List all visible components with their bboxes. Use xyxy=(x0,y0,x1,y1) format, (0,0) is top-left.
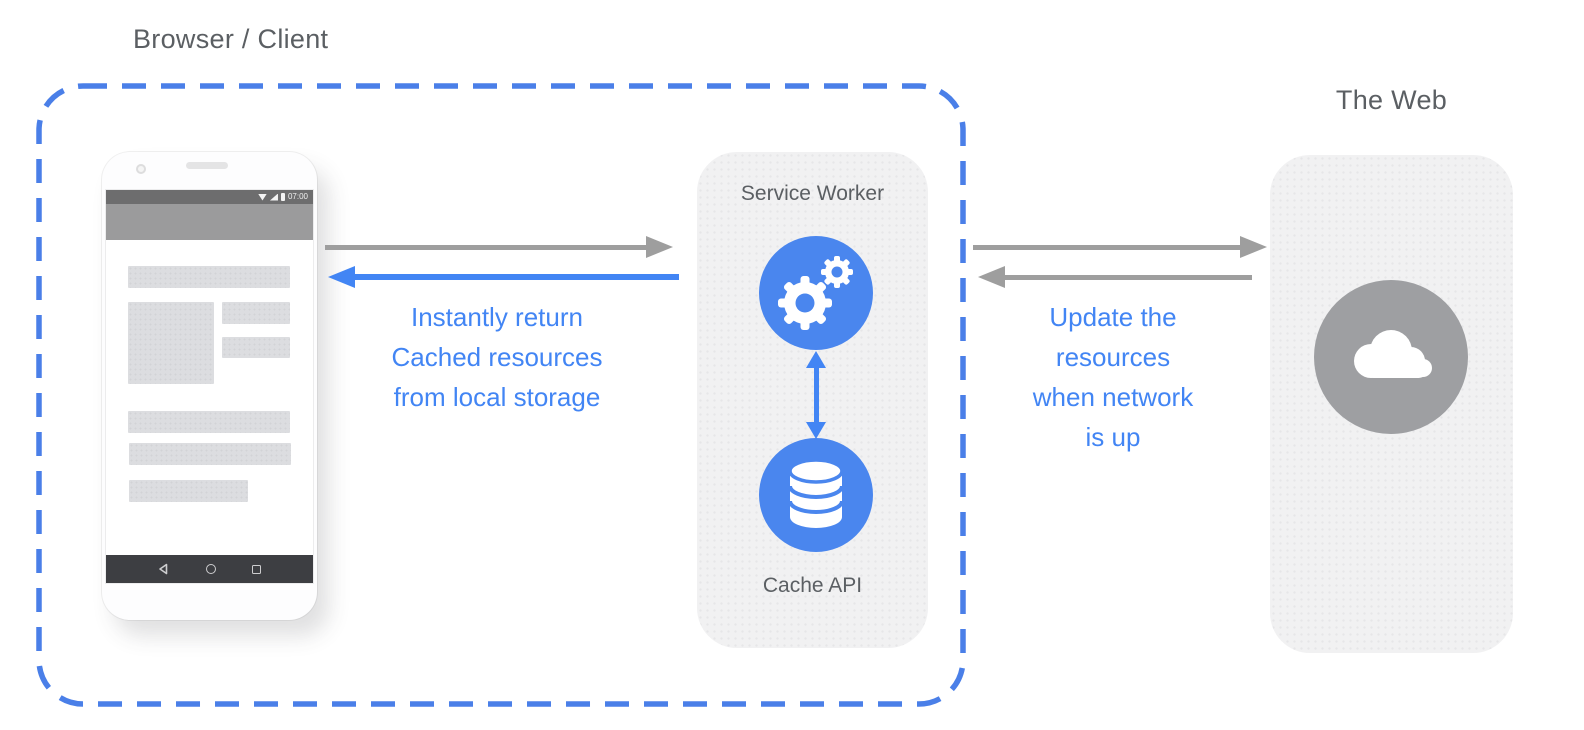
arrow-shaft xyxy=(1005,274,1252,280)
caption-line: when network xyxy=(1032,382,1194,412)
arrow-head-left-icon xyxy=(978,266,1005,288)
phone-mockup: 07:00 xyxy=(102,152,317,620)
the-web-title: The Web xyxy=(1335,85,1448,115)
caption-line: Cached resources xyxy=(391,342,603,372)
phone-status-bar: 07:00 xyxy=(106,190,313,204)
arrow-head-right-icon xyxy=(646,236,673,258)
battery-icon xyxy=(280,193,285,201)
database-icon xyxy=(788,458,844,528)
content-placeholder-bar xyxy=(128,266,290,288)
update-resources-caption: Update the resources when network is up xyxy=(993,297,1233,457)
content-placeholder-bar xyxy=(129,443,291,465)
phone-app-bar xyxy=(106,204,313,240)
cloud-icon xyxy=(1354,330,1432,378)
request-arrow-phone-to-sw xyxy=(325,235,673,259)
service-worker-panel: Service Worker xyxy=(697,152,928,648)
home-icon[interactable] xyxy=(206,564,216,574)
arrow-shaft xyxy=(813,368,819,422)
service-worker-circle xyxy=(759,236,873,350)
arrow-head-down-icon xyxy=(806,422,826,439)
phone-screen: 07:00 xyxy=(106,190,313,583)
caption-line: Update the xyxy=(1049,302,1177,332)
arrow-head-up-icon xyxy=(806,351,826,368)
arrow-shaft xyxy=(325,244,646,250)
gears-icon xyxy=(778,256,853,330)
caption-line: resources xyxy=(1055,342,1171,372)
status-time: 07:00 xyxy=(287,192,308,201)
the-web-panel xyxy=(1270,155,1513,653)
arrow-head-left-icon xyxy=(328,266,355,288)
caption-line: is up xyxy=(1085,422,1141,452)
arrow-shaft xyxy=(973,244,1240,250)
recents-icon[interactable] xyxy=(252,564,261,574)
phone-camera-dot xyxy=(136,164,146,174)
web-circle xyxy=(1314,280,1468,434)
caption-line: Instantly return xyxy=(411,302,583,332)
request-arrow-sw-to-web xyxy=(973,235,1267,259)
response-arrow-web-to-sw xyxy=(978,265,1252,289)
cellular-signal-icon xyxy=(269,193,278,201)
response-arrow-sw-to-phone xyxy=(328,265,679,289)
phone-nav-bar xyxy=(106,555,313,583)
browser-client-title: Browser / Client xyxy=(133,24,329,54)
content-placeholder-bar xyxy=(222,337,290,358)
arrow-shaft xyxy=(355,274,679,280)
wifi-icon xyxy=(257,193,267,201)
service-worker-title: Service Worker xyxy=(740,182,885,205)
content-placeholder-bar xyxy=(128,411,290,433)
caption-line: from local storage xyxy=(393,382,601,412)
content-placeholder-bar xyxy=(129,480,248,502)
back-icon[interactable] xyxy=(158,563,170,575)
cache-api-label: Cache API xyxy=(762,574,863,597)
content-placeholder-image xyxy=(128,302,214,384)
cached-response-caption: Instantly return Cached resources from l… xyxy=(372,297,622,417)
content-placeholder-bar xyxy=(222,302,290,324)
cache-api-circle xyxy=(759,438,873,552)
sw-cache-double-arrow xyxy=(804,351,828,439)
phone-speaker xyxy=(186,162,228,169)
arrow-head-right-icon xyxy=(1240,236,1267,258)
